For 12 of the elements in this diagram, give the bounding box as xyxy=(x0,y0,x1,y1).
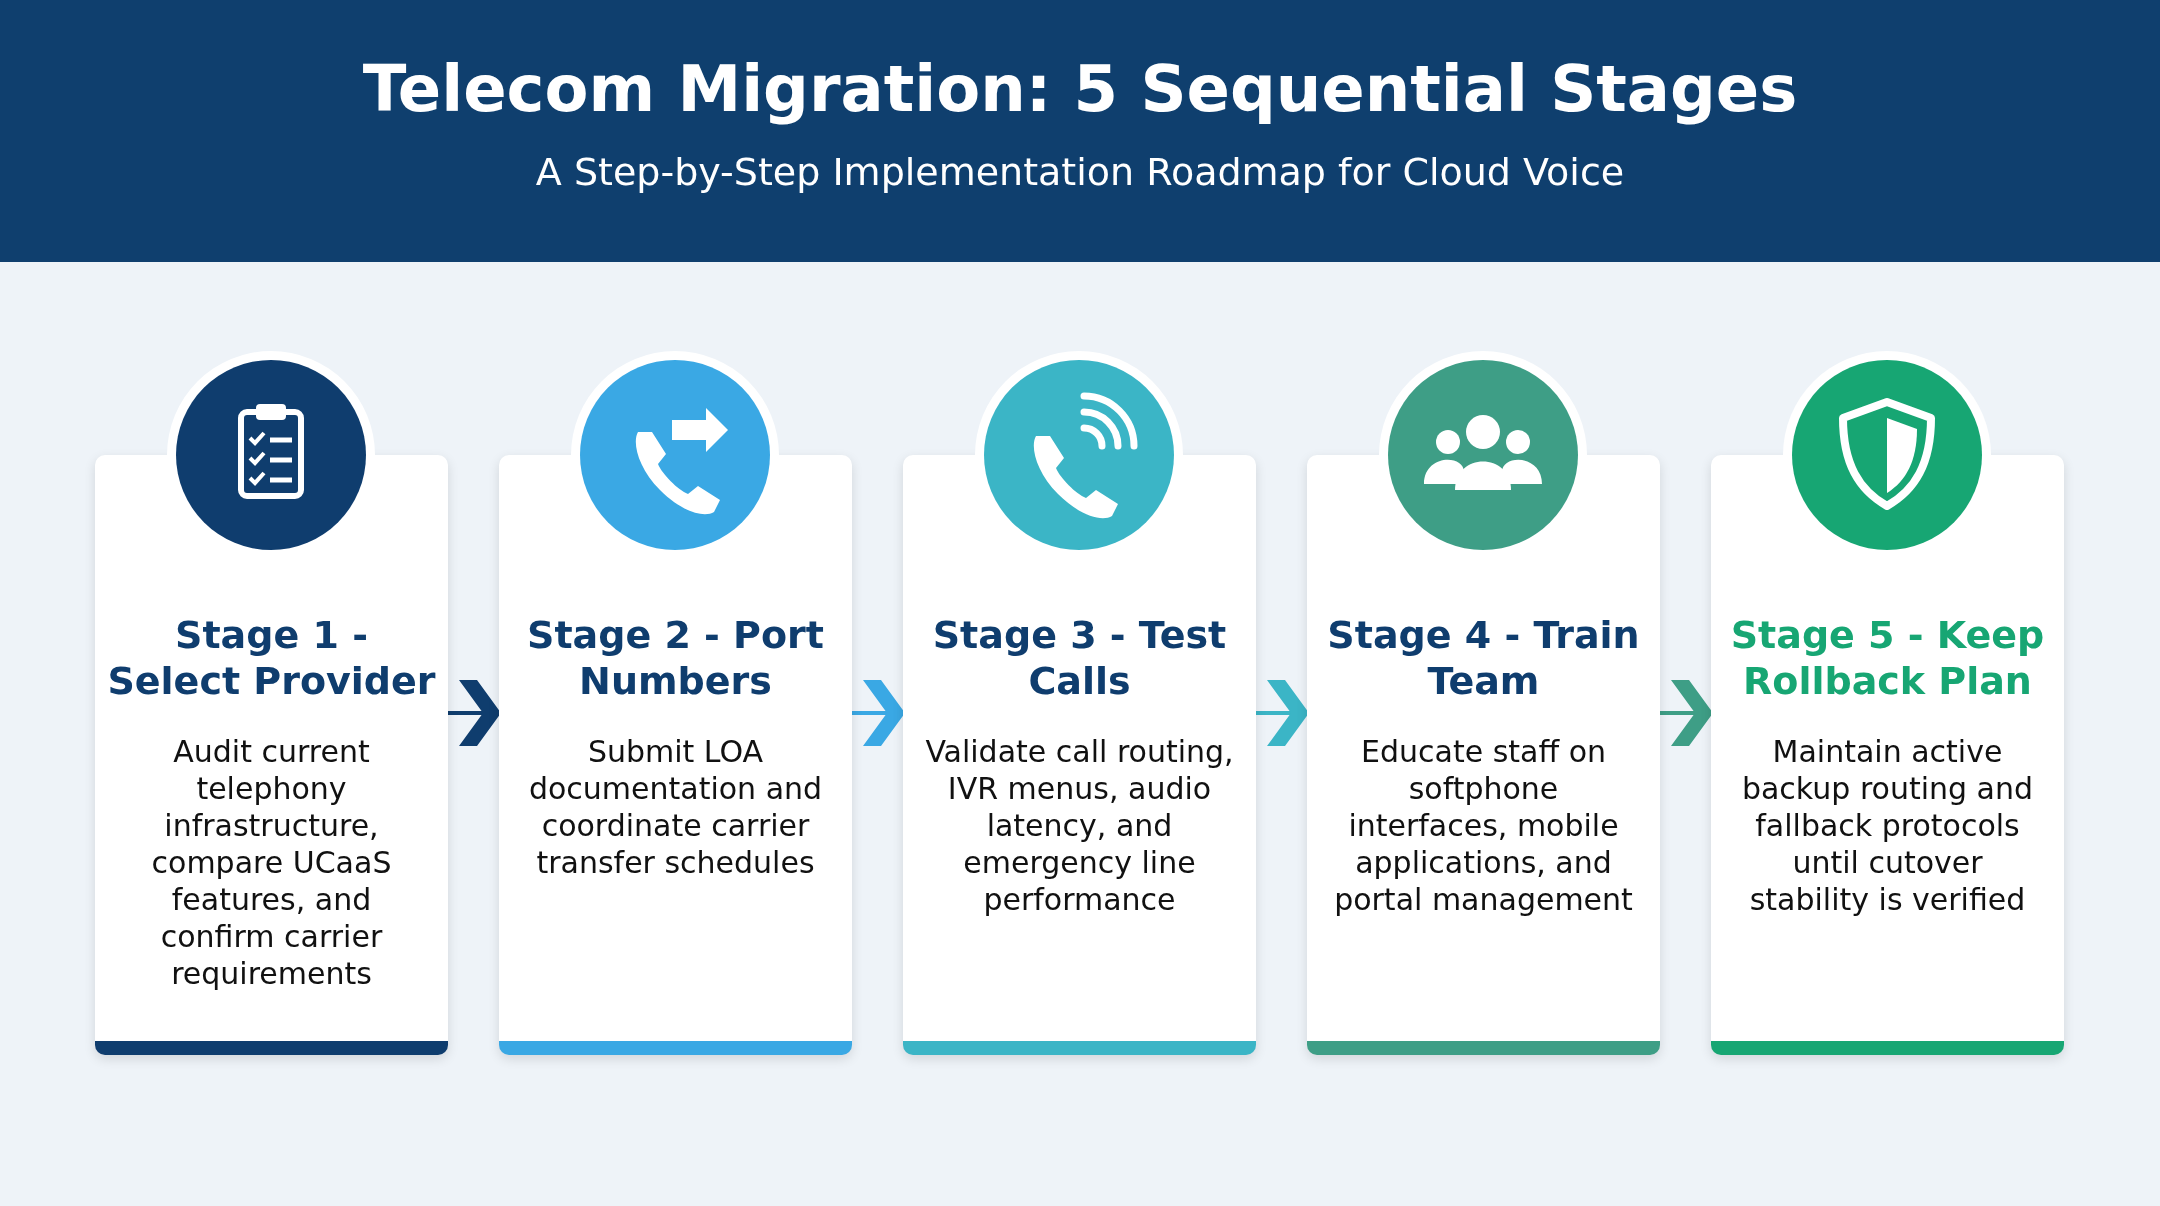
stage-description: Audit current telephony infrastructure, compare UCaaS features, and confirm carrier requirements xyxy=(150,733,393,992)
stage-heading: Stage 3 - Test Calls xyxy=(931,612,1228,704)
stage-description: Educate staff on softphone interfaces, mobile applications, and portal management xyxy=(1333,733,1634,918)
stage-description: Maintain active backup routing and fallback protocols until cutover stability is verified xyxy=(1740,733,2035,918)
stage-description: Validate call routing, IVR menus, audio latency, and emergency line performance xyxy=(924,733,1235,918)
stage-heading: Stage 5 - Keep Rollback Plan xyxy=(1729,612,2046,704)
stage-heading: Stage 2 - Port Numbers xyxy=(526,612,825,704)
subtitle: A Step-by-Step Implementation Roadmap for Cloud Voice xyxy=(534,150,1626,194)
stage-description: Submit LOA documentation and coordinate carrier transfer schedules xyxy=(527,733,824,881)
stage-heading: Stage 1 - Select Provider xyxy=(106,612,437,704)
title: Telecom Migration: 5 Sequential Stages xyxy=(361,52,1799,126)
stage-heading: Stage 4 - Train Team xyxy=(1326,612,1641,704)
